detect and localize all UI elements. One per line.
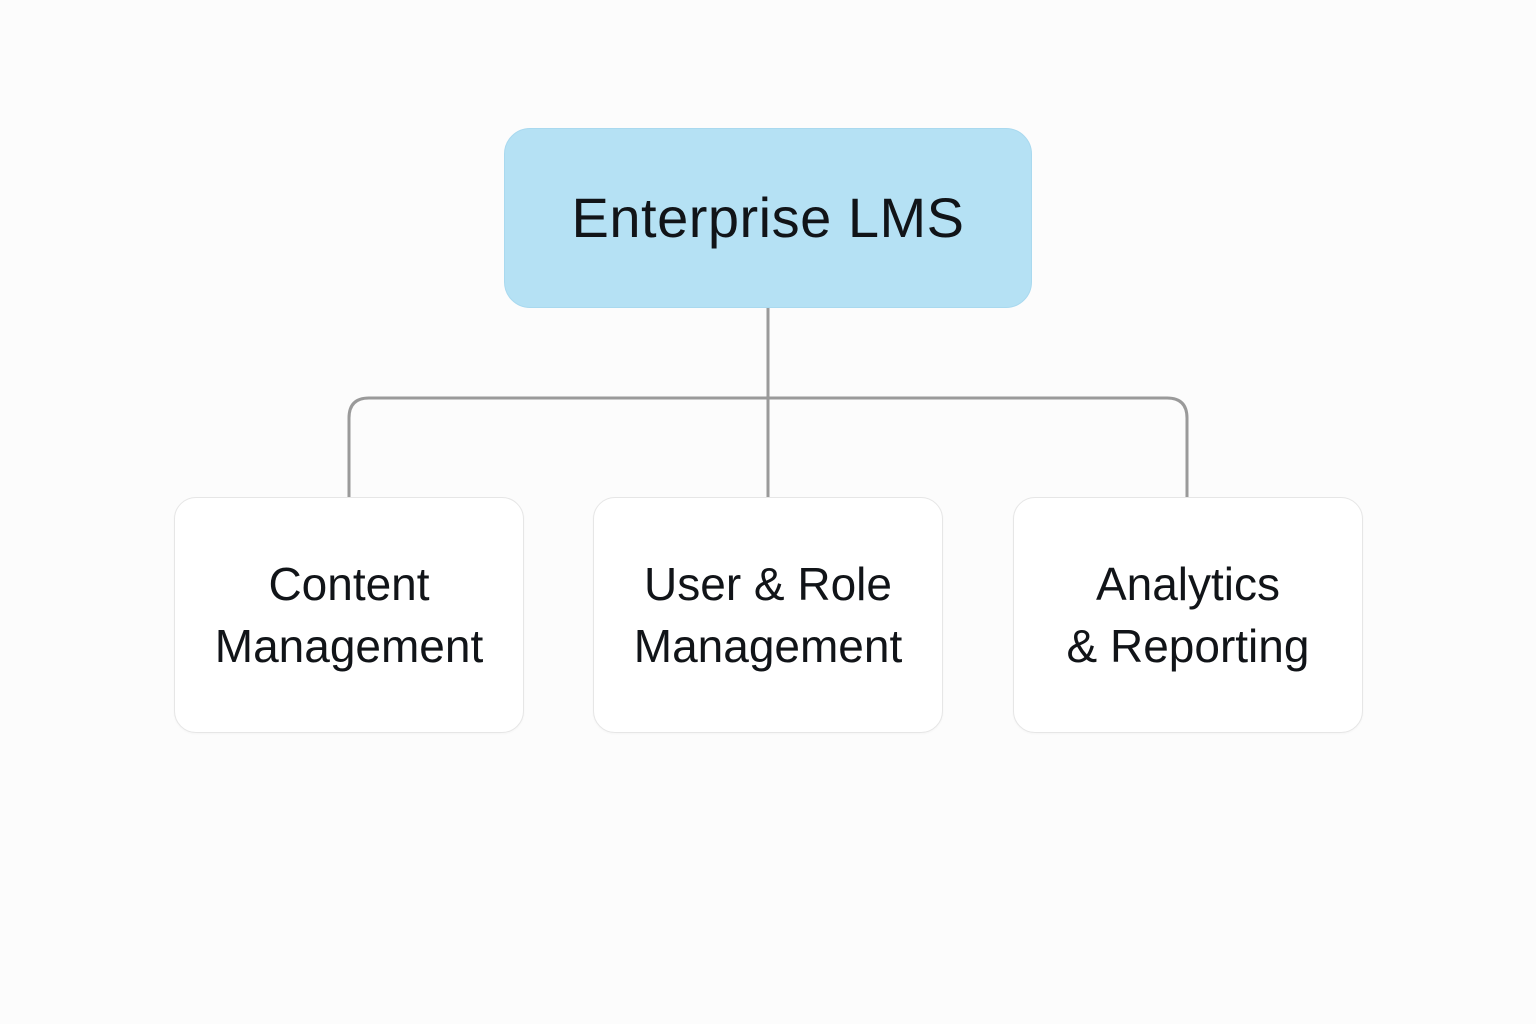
root-node-enterprise-lms: Enterprise LMS — [504, 128, 1032, 308]
child-node-label: Analytics & Reporting — [1066, 558, 1310, 672]
child-node-label: Content Management — [214, 558, 484, 672]
child-node-label: User & Role Management — [633, 558, 903, 672]
child-node-analytics-reporting: Analytics & Reporting — [1013, 497, 1363, 733]
child-node-content-management: Content Management — [174, 497, 524, 733]
root-node-label: Enterprise LMS — [571, 186, 965, 249]
child-node-user-role-management: User & Role Management — [593, 497, 943, 733]
